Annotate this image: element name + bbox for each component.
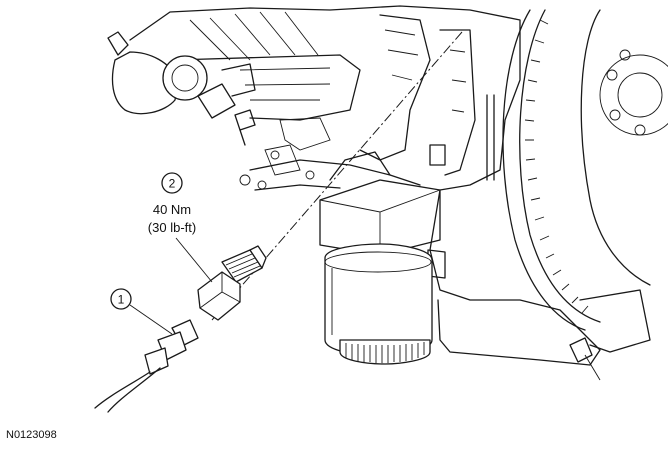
callout-2-torque-imperial: (30 lb-ft)	[148, 220, 196, 235]
engine-block	[107, 5, 601, 366]
oil-filter	[324, 243, 433, 365]
callout-2: 2 40 Nm (30 lb-ft)	[148, 172, 213, 283]
wiring-harness-connector	[94, 319, 199, 413]
callout-2-leader	[175, 237, 213, 283]
callout-2-number: 2	[169, 177, 176, 191]
callout-1-number: 1	[118, 293, 125, 307]
callout-2-torque-metric: 40 Nm	[153, 202, 191, 217]
alignment-line	[211, 31, 463, 321]
figure-id: N0123098	[6, 429, 57, 441]
oil-pressure-sender	[197, 245, 267, 321]
callout-1: 1	[110, 288, 173, 335]
callout-2-circle	[161, 172, 183, 194]
callout-1-leader	[129, 304, 173, 335]
flywheel	[502, 9, 668, 381]
callout-1-circle	[110, 288, 132, 310]
